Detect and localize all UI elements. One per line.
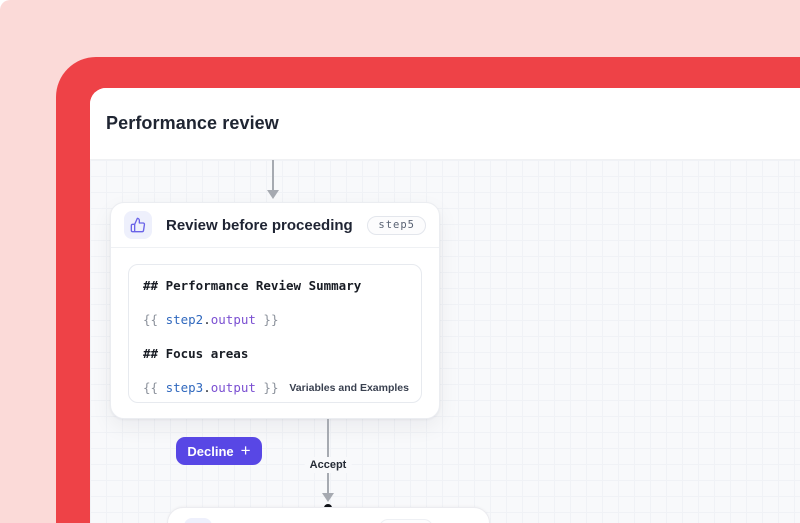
review-node-card[interactable]: Review before proceeding step5 ## Perfor… (110, 202, 440, 419)
variables-examples-link[interactable]: Variables and Examples (289, 382, 409, 394)
token-property: output (210, 380, 256, 395)
connector-incoming-arrow-icon (267, 190, 279, 199)
accept-edge-label: Accept (304, 457, 352, 473)
token-dot: . (203, 312, 211, 327)
token-close-brace: }} (255, 380, 279, 395)
review-node-header: Review before proceeding step5 (111, 203, 439, 248)
code-line-template: {{ step3.output }} (143, 378, 407, 398)
decline-button-label: Decline (187, 443, 234, 459)
decline-button[interactable]: Decline + (176, 437, 262, 465)
token-dot: . (203, 380, 211, 395)
token-open-brace: {{ (143, 380, 166, 395)
token-variable: step3 (165, 380, 204, 395)
next-node-step-badge (379, 519, 433, 523)
app-header: Performance review (90, 88, 800, 160)
token-close-brace: }} (255, 312, 279, 327)
page-title: Performance review (106, 113, 279, 133)
code-line-heading: ## Focus areas (143, 346, 249, 361)
app-window: Performance review Review before proceed… (90, 88, 800, 523)
connector-incoming-line (272, 160, 274, 191)
code-line-heading: ## Performance Review Summary (143, 278, 362, 293)
token-open-brace: {{ (143, 312, 166, 327)
connector-accept-line (327, 419, 329, 493)
connector-accept-arrow-icon (322, 493, 334, 502)
prompt-editor[interactable]: ## Performance Review Summary {{ step2.o… (128, 264, 422, 403)
thumbs-up-icon (124, 211, 152, 239)
code-line-template: {{ step2.output }} (143, 310, 407, 330)
token-property: output (210, 312, 256, 327)
step-badge: step5 (367, 215, 426, 235)
next-node-card[interactable] (167, 507, 490, 523)
workflow-canvas[interactable]: Review before proceeding step5 ## Perfor… (90, 160, 800, 523)
token-variable: step2 (165, 312, 204, 327)
review-node-title: Review before proceeding (166, 216, 353, 234)
plus-icon: + (240, 441, 251, 460)
next-node-icon (184, 518, 212, 523)
